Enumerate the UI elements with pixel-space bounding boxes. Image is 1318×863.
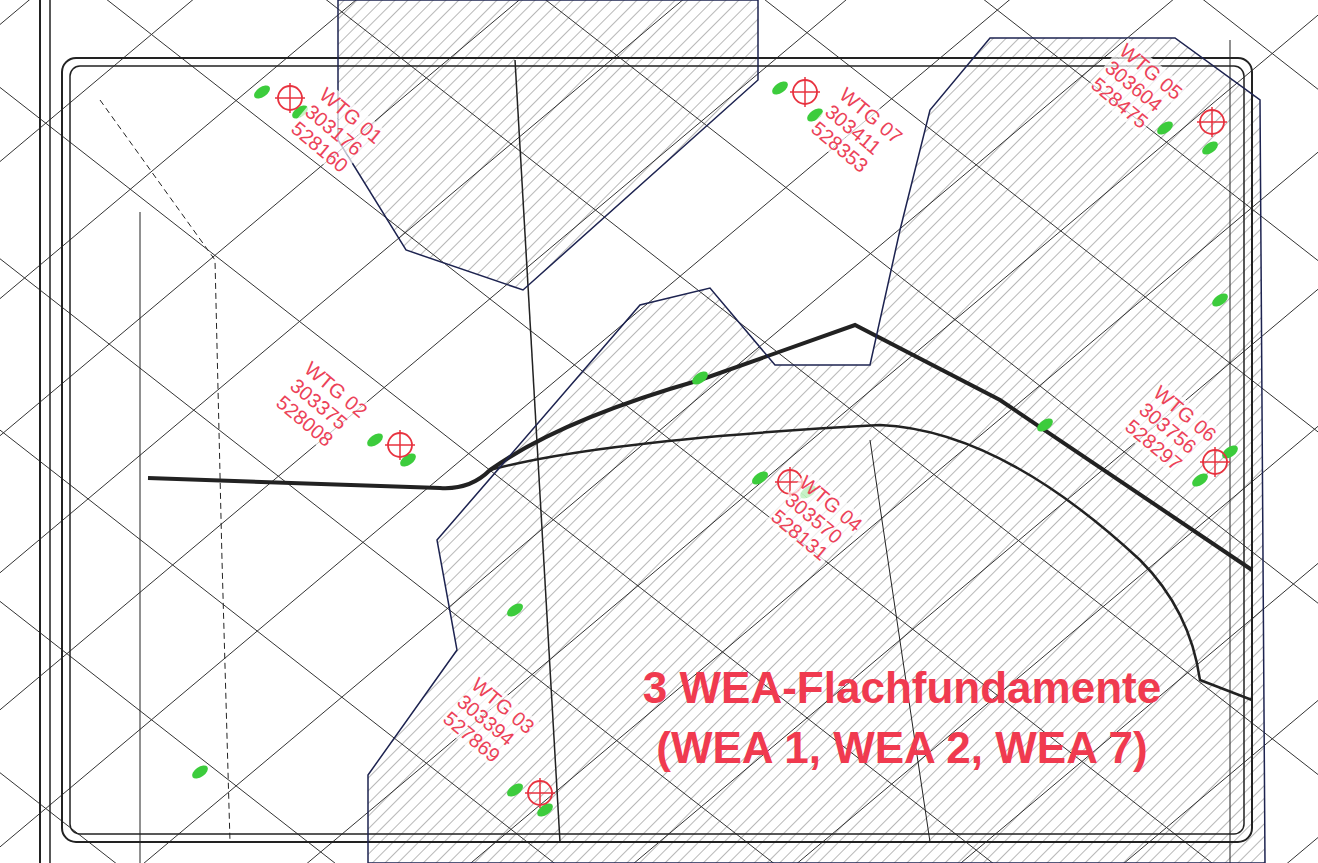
area-outline	[338, 0, 758, 290]
turbine-label: WTG 06303756528297	[1120, 380, 1223, 481]
turbine-label: WTG 01303176528160	[286, 82, 389, 183]
survey-mark	[365, 431, 385, 450]
grid-line	[0, 0, 1318, 778]
survey-mark	[1190, 471, 1210, 490]
turbine-cross	[275, 83, 305, 113]
turbine-symbol	[1200, 447, 1230, 477]
survey-mark	[1035, 416, 1055, 435]
survey-mark	[252, 83, 272, 102]
boundary-road	[62, 58, 1252, 842]
survey-mark	[505, 601, 525, 620]
survey-mark	[1200, 139, 1220, 158]
turbine-symbol	[275, 83, 305, 113]
survey-marks	[190, 79, 1240, 820]
turbine-cross	[790, 77, 820, 107]
survey-mark	[770, 79, 790, 98]
grid-line	[0, 191, 1318, 863]
survey-mark	[690, 369, 710, 388]
survey-mark	[190, 763, 210, 782]
turbine-symbol	[1197, 107, 1227, 137]
grid-line	[0, 0, 1318, 816]
roads	[40, 0, 1252, 863]
turbine-cross	[385, 430, 415, 460]
grid-line	[0, 0, 1318, 671]
access-road	[490, 425, 1252, 700]
grid-line	[41, 126, 1318, 863]
area-outline	[368, 38, 1265, 863]
turbine-symbol	[385, 430, 415, 460]
grid-line	[0, 84, 1318, 863]
turbine-label: WTG 04303570528131	[766, 470, 869, 571]
survey-mark	[1155, 119, 1175, 138]
grid-line	[0, 297, 1255, 863]
survey-mark	[750, 469, 770, 488]
path-line	[140, 212, 141, 863]
turbine-cross	[525, 778, 555, 808]
path-line	[100, 100, 230, 842]
survey-mark	[505, 781, 525, 800]
road	[49, 0, 51, 863]
turbine-label: WTG 05303604528475	[1086, 38, 1189, 139]
boundary-road	[70, 66, 1244, 834]
area-note: 3 WEA-Flachfundamente (WEA 1, WEA 2, WEA…	[592, 658, 1212, 778]
hatched-area	[338, 0, 758, 290]
turbine-cross	[1197, 107, 1227, 137]
turbine-symbol	[790, 77, 820, 107]
turbine-label: WTG 07303411528353	[806, 82, 909, 183]
turbine-symbols	[275, 77, 1230, 808]
grid-line	[0, 0, 1277, 736]
grid-line	[146, 0, 1318, 459]
turbine-label: WTG 03303394527869	[438, 672, 541, 773]
grid-line	[0, 403, 1172, 863]
road	[39, 0, 41, 863]
access-road	[148, 325, 1252, 570]
turbine-label: WTG 02303375528008	[271, 356, 374, 457]
path-line	[870, 440, 930, 842]
turbine-symbol	[525, 778, 555, 808]
survey-mark	[1210, 291, 1230, 310]
turbine-cross	[1200, 447, 1230, 477]
